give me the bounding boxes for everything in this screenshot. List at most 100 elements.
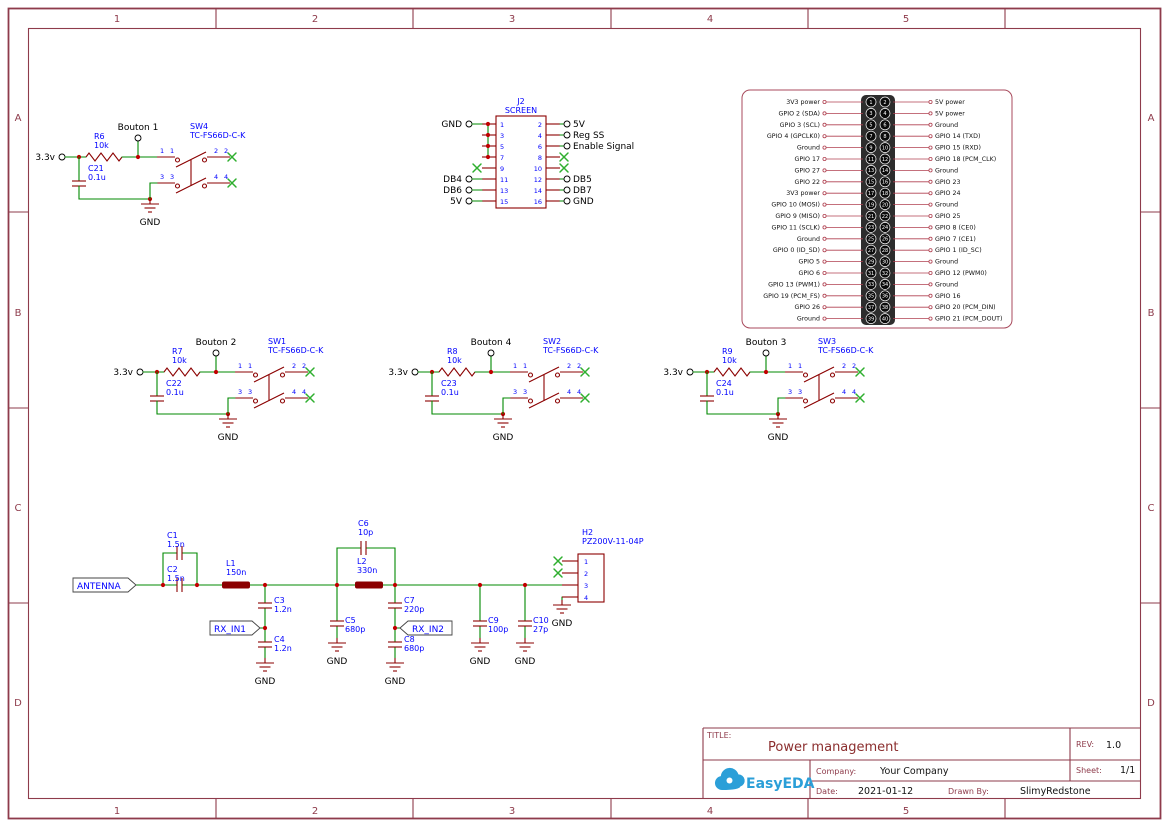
switch-contact[interactable] [252,372,259,378]
gnd-symbol[interactable]: GND [515,638,536,667]
wire[interactable] [502,397,511,415]
switch-contact[interactable] [201,157,208,163]
symbol-line[interactable] [553,568,563,578]
wire[interactable] [156,400,229,415]
net-port-circle[interactable] [563,142,571,150]
net-port-circle[interactable] [465,197,473,205]
symbol-line[interactable] [305,367,315,377]
switch-contact[interactable] [802,372,809,378]
switch-actuator[interactable] [528,392,560,409]
switch-contact[interactable] [279,372,286,378]
switch-contact[interactable] [174,157,181,163]
switch-contact[interactable] [252,398,259,404]
capacitor-symbol[interactable] [360,541,367,555]
antenna-port-flag[interactable] [72,577,137,593]
rx-in2-port-flag[interactable] [399,620,453,636]
net-port-circle[interactable] [487,349,495,357]
net-port-circle[interactable] [686,368,694,376]
net-port-circle[interactable] [563,131,571,139]
capacitor-symbol[interactable] [150,395,164,402]
resistor-symbol[interactable] [438,367,476,377]
switch-contact[interactable] [527,372,534,378]
symbol-line[interactable] [855,367,865,377]
switch-actuator[interactable] [253,392,285,409]
connector-body[interactable] [495,115,547,209]
rx-in1-port-flag[interactable] [209,620,261,636]
switch-actuator[interactable] [803,366,835,383]
switch-contact[interactable] [554,372,561,378]
wire[interactable] [336,547,362,586]
capacitor-symbol[interactable] [700,395,714,402]
switch-contact[interactable] [554,398,561,404]
switch-contact[interactable] [279,398,286,404]
capacitor-symbol[interactable] [388,602,402,609]
switch-actuator[interactable] [175,177,207,194]
inductor-l1-symbol[interactable] [222,581,250,589]
wire[interactable] [78,185,151,200]
symbol-line[interactable] [580,367,590,377]
wire[interactable] [365,547,396,586]
wire[interactable] [162,552,178,586]
switch-contact[interactable] [201,183,208,189]
net-port-circle[interactable] [465,175,473,183]
switch-contact[interactable] [829,372,836,378]
gnd-symbol[interactable]: GND [768,414,789,443]
symbol-line[interactable] [227,152,237,162]
capacitor-symbol[interactable] [518,620,532,627]
capacitor-symbol[interactable] [176,546,183,560]
wire[interactable] [431,400,504,415]
gnd-symbol[interactable]: GND [218,414,239,443]
switch-actuator[interactable] [803,392,835,409]
gnd-symbol[interactable]: GND [493,414,514,443]
capacitor-symbol[interactable] [72,180,86,187]
wire[interactable] [227,397,236,415]
symbol-line[interactable] [855,393,865,403]
capacitor-symbol[interactable] [258,602,272,609]
net-port-circle[interactable] [563,197,571,205]
switch-actuator[interactable] [528,366,560,383]
inductor-l2-symbol[interactable] [355,581,383,589]
symbol-line[interactable] [553,556,563,566]
symbol-line[interactable] [559,163,569,173]
switch-contact[interactable] [802,398,809,404]
net-port-circle[interactable] [58,153,66,161]
symbol-line[interactable] [472,163,482,173]
symbol-line[interactable] [559,152,569,162]
net-port-circle[interactable] [212,349,220,357]
capacitor-symbol[interactable] [176,578,183,592]
gnd-symbol[interactable]: GND [385,658,406,687]
gnd-symbol[interactable]: GND [470,638,491,667]
switch-contact[interactable] [174,183,181,189]
resistor-symbol[interactable] [85,152,123,162]
net-port-circle[interactable] [136,368,144,376]
symbol-line[interactable] [305,393,315,403]
switch-contact[interactable] [829,398,836,404]
switch-actuator[interactable] [175,151,207,168]
gnd-symbol[interactable]: GND [552,600,573,629]
net-port-circle[interactable] [563,175,571,183]
resistor-symbol[interactable] [713,367,751,377]
net-port-circle[interactable] [762,349,770,357]
net-port-circle[interactable] [411,368,419,376]
net-port-circle[interactable] [563,186,571,194]
symbol-line[interactable] [227,178,237,188]
wire[interactable] [181,552,198,586]
net-port-circle[interactable] [134,134,142,142]
net-port-circle[interactable] [465,120,473,128]
net-port-circle[interactable] [465,186,473,194]
h2-connector-body[interactable] [577,553,605,603]
symbol-line[interactable] [580,393,590,403]
capacitor-symbol[interactable] [388,641,402,648]
wire[interactable] [777,397,786,415]
gnd-symbol[interactable]: GND [255,658,276,687]
switch-contact[interactable] [527,398,534,404]
net-port-circle[interactable] [563,120,571,128]
gnd-symbol[interactable]: GND [140,199,161,228]
wire[interactable] [706,400,779,415]
